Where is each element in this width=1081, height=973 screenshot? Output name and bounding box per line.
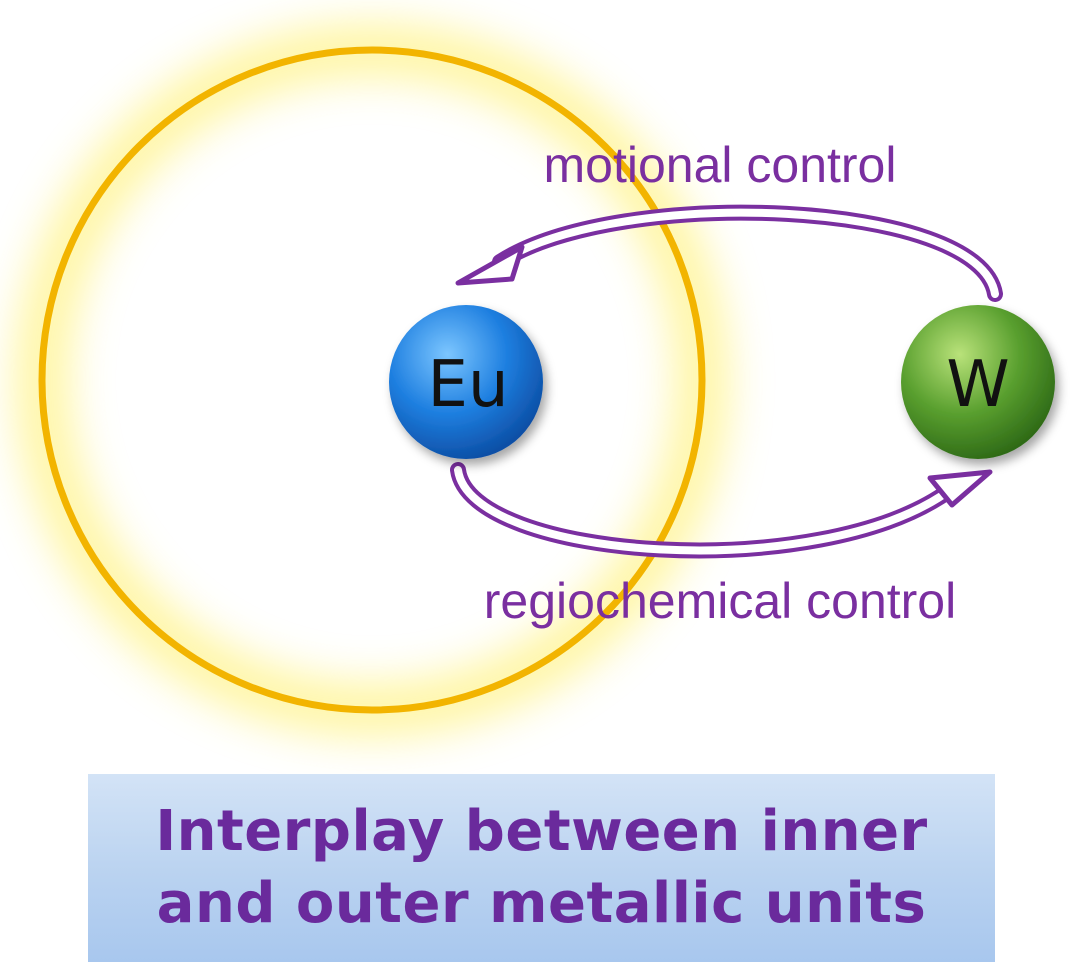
outer-ring	[17, 25, 727, 735]
caption-box: Interplay between inner and outer metall…	[88, 774, 995, 962]
caption-line-2: and outer metallic units	[156, 871, 927, 936]
top-arrowhead	[455, 244, 525, 286]
w-sphere	[901, 305, 1055, 459]
eu-label: Eu	[428, 348, 509, 422]
w-label: W	[946, 348, 1009, 422]
motional-control-label: motional control	[544, 137, 897, 193]
w-node	[901, 305, 1055, 459]
regiochemical-control-label: regiochemical control	[484, 573, 956, 629]
top-arrow-inner	[496, 208, 999, 298]
top-arrow-outer	[492, 204, 1003, 302]
caption-line-1: Interplay between inner	[155, 799, 928, 864]
ring-stroke	[38, 46, 706, 714]
bottom-arrowhead	[927, 469, 993, 508]
motional-control-arrow	[455, 204, 1003, 302]
bottom-arrow-inner	[454, 466, 954, 555]
eu-node	[389, 305, 543, 459]
eu-sphere	[389, 305, 543, 459]
regiochemical-control-arrow	[450, 462, 993, 559]
